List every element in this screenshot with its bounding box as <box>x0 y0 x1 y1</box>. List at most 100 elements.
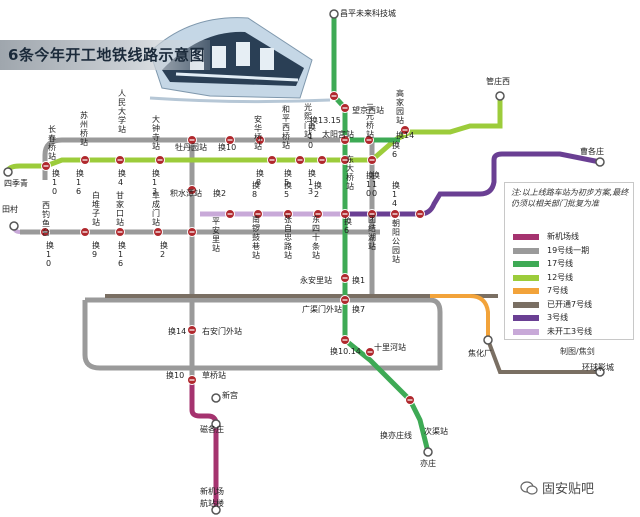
legend-item: 17号线 <box>513 258 631 270</box>
station-marker-bar <box>331 95 337 97</box>
label-huan14a: 换14 <box>396 130 414 140</box>
station-marker-bar <box>369 159 375 161</box>
label-jiaohuachang: 焦化厂 <box>468 348 492 358</box>
legend-label: 3号线 <box>547 313 569 322</box>
label-caogezhuang: 曹各庄 <box>580 146 604 156</box>
station-marker-bar <box>42 231 48 233</box>
station-label: 苏州桥站 <box>80 110 88 147</box>
station-marker-bar <box>366 139 372 141</box>
legend-note: 注:以上线路车站为初步方案,最终仍须以相关部门批复为准 <box>511 188 629 208</box>
station-marker-bar <box>189 231 195 233</box>
label-huan10g: 换10 <box>166 370 184 380</box>
station-label: 白堆子站 <box>92 190 100 227</box>
legend-item: 新机场线 <box>513 231 631 243</box>
station-label: 西钓鱼台 <box>42 201 50 237</box>
station-label: 朝阳公园站 <box>392 219 400 264</box>
station-label: 光熙门站 <box>304 102 312 139</box>
station-marker-bar <box>342 299 348 301</box>
label-cigezhuang: 磁各庄 <box>200 424 224 434</box>
station-marker-bar <box>367 351 373 353</box>
station-marker-bar <box>319 159 325 161</box>
station-marker-bar <box>117 231 123 233</box>
label-huanqiu: 环球影城 <box>582 362 614 372</box>
station-marker-bar <box>155 231 161 233</box>
label-huan10a: 换10 <box>218 142 236 152</box>
terminus-huanqiu <box>595 367 605 377</box>
station-marker-bar <box>342 139 348 141</box>
legend-swatch <box>513 328 539 335</box>
station-marker-bar <box>255 213 261 215</box>
legend-swatch <box>513 247 539 254</box>
station-label: 阜成门站 <box>152 190 160 227</box>
label-huan7: 换7 <box>352 304 365 314</box>
terminus-cigezhuang <box>211 419 221 429</box>
station-marker-bar <box>342 339 348 341</box>
station-marker-bar <box>315 213 321 215</box>
station-marker-bar <box>82 231 88 233</box>
station-marker-bar <box>227 213 233 215</box>
label-caoqiao: 草桥站 <box>202 370 226 380</box>
legend-label: 7号线 <box>547 286 569 295</box>
label-huan1: 换1 <box>352 275 365 285</box>
terminus-tiancun <box>9 221 19 231</box>
station-marker-bar <box>227 139 233 141</box>
label-huan1014: 换10.14 <box>330 346 361 356</box>
label-guanzhuang: 管庄西 <box>486 76 510 86</box>
title-banner <box>0 40 210 70</box>
station-label: 团结湖站 <box>368 215 376 251</box>
legend-item: 12号线 <box>513 272 631 284</box>
station-label: 张自忠路站 <box>284 215 292 260</box>
station-label: 甘家口站 <box>116 190 124 227</box>
legend-item: 7号线 <box>513 285 631 297</box>
legend-label: 新机场线 <box>547 232 579 241</box>
station-label: 平安里站 <box>212 217 220 253</box>
station-label: 安华桥站 <box>254 114 262 151</box>
label-sijiqing: 四季青 <box>4 178 28 188</box>
legend-swatch <box>513 315 539 321</box>
label-yonganli: 永安里站 <box>300 275 332 285</box>
legend-label: 12号线 <box>547 272 574 282</box>
station-marker-bar <box>82 159 88 161</box>
label-changping: 昌平未来科技城 <box>340 8 396 18</box>
label-shilihe: 十里河站 <box>374 342 406 352</box>
legend-swatch <box>513 288 539 294</box>
station-label: 人民大学站 <box>118 89 126 134</box>
station-marker-bar <box>417 213 423 215</box>
label-youanmenwai: 右安门外站 <box>202 326 242 336</box>
station-label: 东大桥站 <box>346 154 354 191</box>
station-marker-bar <box>269 159 275 161</box>
terminus-caogezhuang <box>595 157 605 167</box>
legend-item: 未开工3号线 <box>513 326 631 338</box>
legend-swatch <box>513 234 539 240</box>
terminus-xingong <box>211 393 221 403</box>
station-marker-bar <box>189 379 195 381</box>
terminus-yizhuang <box>423 447 433 457</box>
label-xinjichang: 新机场 <box>200 486 224 496</box>
label-mudanyuan: 牡丹园站 <box>175 142 207 152</box>
line19-track <box>20 137 443 380</box>
station-label: 高家园站 <box>396 88 404 125</box>
station-marker-bar <box>369 213 375 215</box>
station-marker-bar <box>402 129 408 131</box>
line7-track <box>430 294 490 340</box>
station-marker-bar <box>189 189 195 191</box>
terminus-guanzhuang <box>495 91 505 101</box>
label-wangjingxi: 望京西站 <box>352 105 384 115</box>
station-label: 南锣鼓巷站 <box>252 214 260 260</box>
legend-swatch <box>513 261 539 267</box>
label-guangqumenwai: 广渠门外站 <box>302 304 342 314</box>
